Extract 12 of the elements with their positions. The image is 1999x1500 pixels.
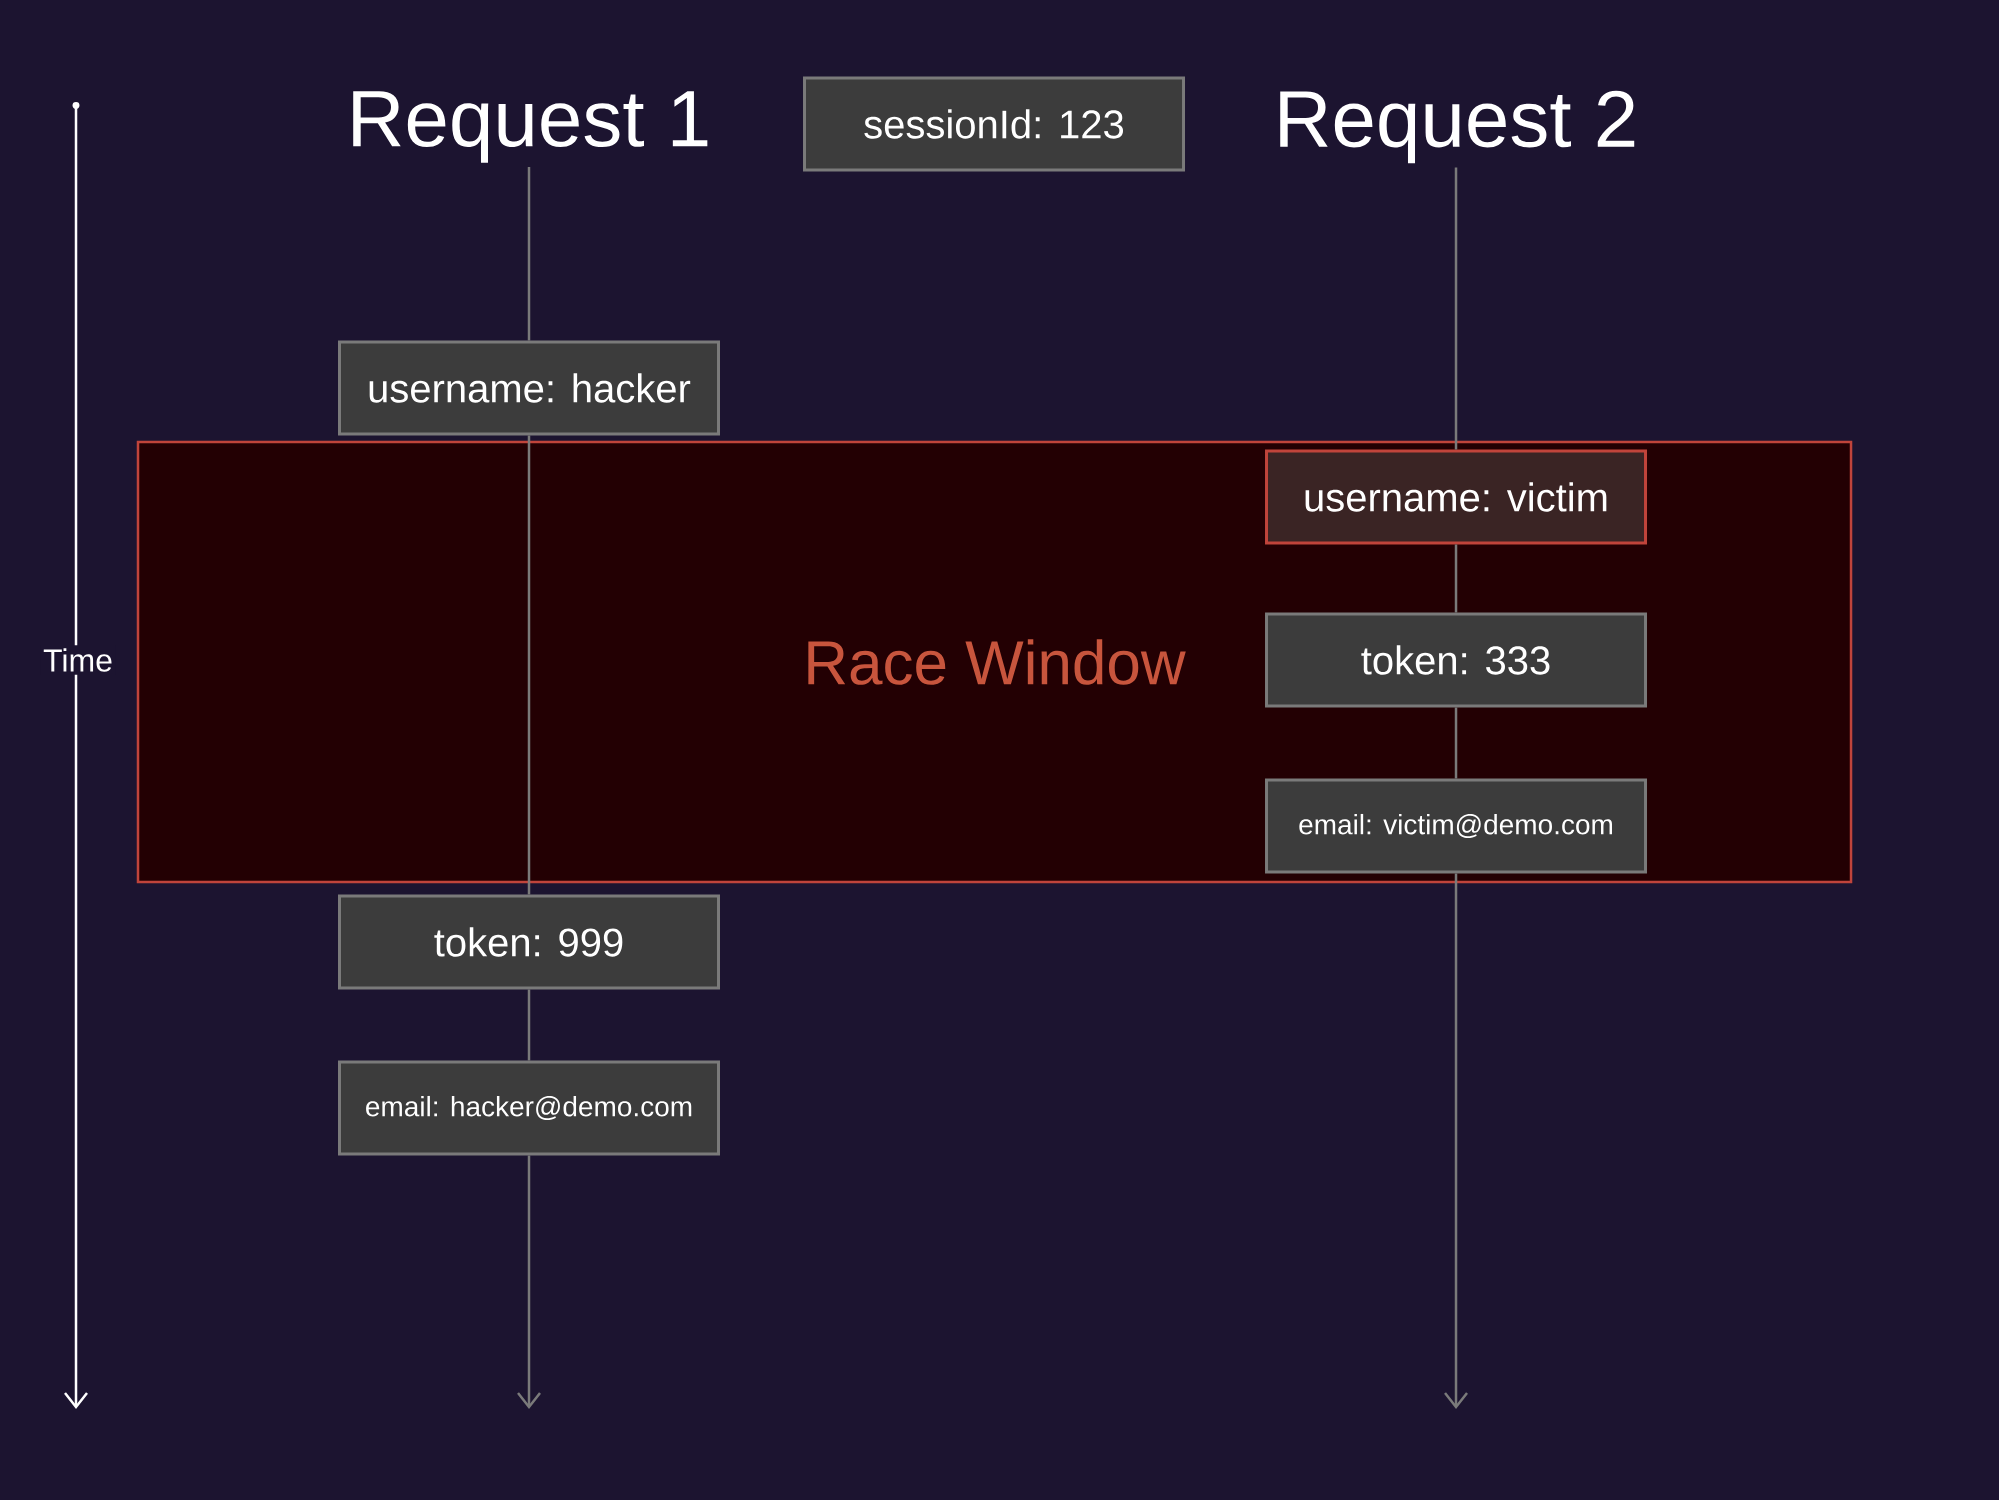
- axis-label: Time: [40, 645, 116, 675]
- value-box: email: hacker@demo.com: [338, 1060, 720, 1156]
- lane-title: Request 2: [1280, 90, 1635, 164]
- value-box: token: 333: [1265, 612, 1647, 708]
- value-box: token: 999: [338, 894, 720, 990]
- value-box: username: hacker: [338, 340, 720, 436]
- value-box: username: victim: [1265, 449, 1647, 545]
- value-box: email: victim@demo.com: [1265, 778, 1647, 874]
- session-box: sessionId: 123: [803, 76, 1185, 172]
- lifeline-arrow: [517, 1155, 541, 1409]
- lane-title: Request 1: [353, 91, 708, 163]
- lifeline-arrow: [1444, 873, 1468, 1409]
